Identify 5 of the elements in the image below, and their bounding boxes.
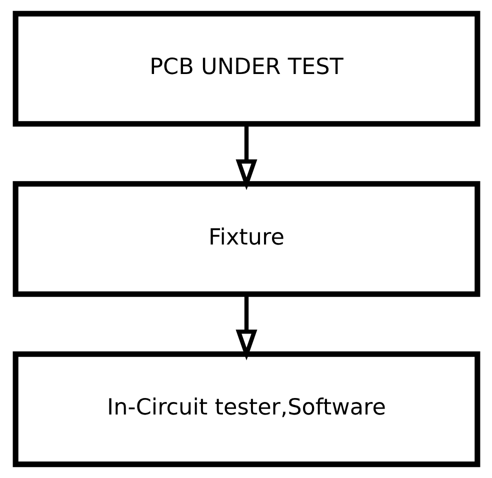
node-box: In-Circuit tester,Software <box>12 351 480 468</box>
node-box: PCB UNDER TEST <box>12 10 480 127</box>
node-box: Fixture <box>12 181 480 297</box>
arrow <box>235 124 257 190</box>
arrow <box>235 294 257 360</box>
